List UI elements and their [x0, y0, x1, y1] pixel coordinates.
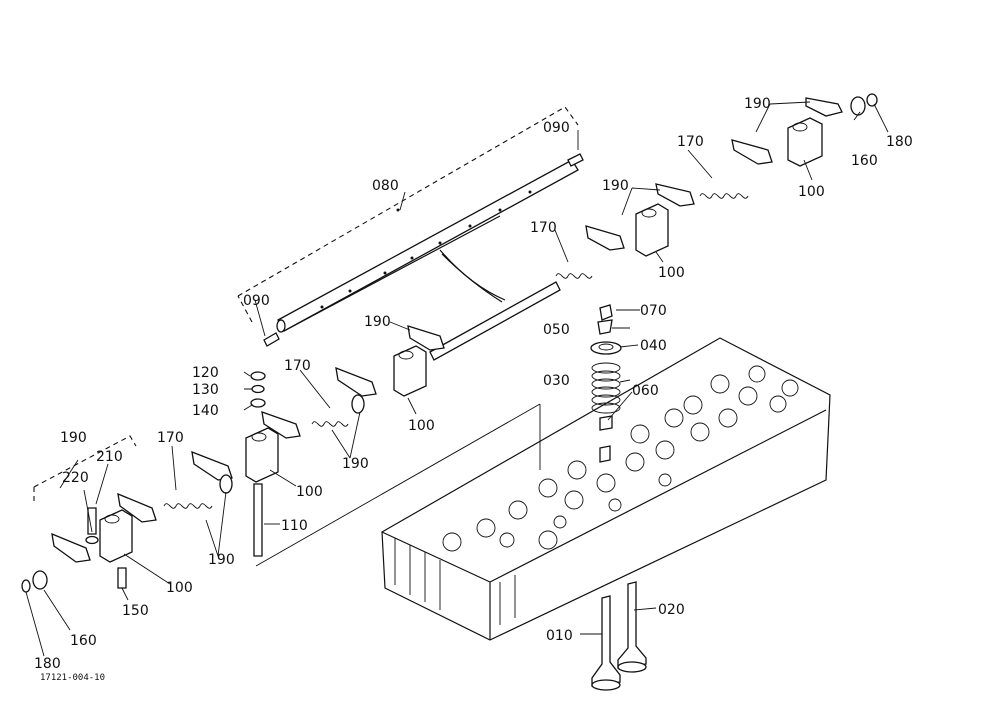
label-090-right: 090 — [543, 120, 570, 136]
shaft-plug-left — [263, 332, 280, 347]
label-040: 040 — [640, 338, 667, 354]
label-190-fourth: 190 — [342, 456, 369, 472]
label-190-second: 190 — [602, 178, 629, 194]
label-060: 060 — [632, 383, 659, 399]
small-hardware — [21, 93, 878, 593]
valve-collet — [597, 319, 613, 335]
label-090-left: 090 — [243, 293, 270, 309]
assembly-arrow — [439, 249, 506, 301]
valves — [591, 581, 647, 691]
rocker-arms — [51, 97, 843, 563]
figure-number: 17121-004-10 — [40, 673, 105, 683]
bracket-100-e — [99, 509, 133, 563]
valve-010 — [591, 595, 621, 687]
label-150: 150 — [122, 603, 149, 619]
label-100-top: 100 — [798, 184, 825, 200]
label-160-left: 160 — [70, 633, 97, 649]
label-080: 080 — [372, 178, 399, 194]
label-030: 030 — [543, 373, 570, 389]
bracket-100-b — [635, 203, 669, 257]
part-labels: 090 080 090 190 180 160 170 100 190 170 … — [34, 96, 913, 683]
label-180-left: 180 — [34, 656, 61, 672]
leader-lines — [25, 101, 889, 657]
valve-spring-stack — [590, 304, 622, 463]
shaft-plug-right — [567, 153, 584, 167]
label-020: 020 — [658, 602, 685, 618]
cylinder-head — [381, 337, 831, 641]
dashed-assembly-outline — [33, 106, 579, 505]
label-180-right: 180 — [886, 134, 913, 150]
label-170-fourth: 170 — [157, 430, 184, 446]
label-190-third: 190 — [364, 314, 391, 330]
label-190-left: 190 — [60, 430, 87, 446]
spacer-springs — [163, 193, 749, 509]
label-110: 110 — [281, 518, 308, 534]
label-120: 120 — [192, 365, 219, 381]
valve-020 — [617, 581, 647, 669]
label-190-top: 190 — [744, 96, 771, 112]
label-100-fifth: 100 — [166, 580, 193, 596]
rocker-brackets — [99, 117, 823, 563]
nut-220 — [85, 535, 99, 545]
label-170-second: 170 — [530, 220, 557, 236]
valve-cap — [599, 304, 613, 321]
label-130: 130 — [192, 382, 219, 398]
valve-spring — [591, 362, 621, 414]
label-160-right: 160 — [851, 153, 878, 169]
stud-150 — [117, 567, 127, 589]
label-140: 140 — [192, 403, 219, 419]
label-170-top: 170 — [677, 134, 704, 150]
label-100-third: 100 — [408, 418, 435, 434]
label-010: 010 — [546, 628, 573, 644]
label-210: 210 — [96, 449, 123, 465]
label-100-fourth: 100 — [296, 484, 323, 500]
washer-160 — [32, 570, 48, 590]
cylinder-head-ports — [442, 365, 799, 552]
label-050: 050 — [543, 322, 570, 338]
label-070: 070 — [640, 303, 667, 319]
push-rod-110 — [253, 483, 263, 557]
label-100-second: 100 — [658, 265, 685, 281]
rocker-shaft — [263, 153, 584, 361]
label-190-fifth: 190 — [208, 552, 235, 568]
bracket-100-c — [393, 345, 427, 397]
bracket-100-a — [787, 117, 823, 167]
bracket-100-d — [245, 427, 279, 483]
label-220: 220 — [62, 470, 89, 486]
shaft-oil-holes — [320, 190, 532, 309]
label-170-third: 170 — [284, 358, 311, 374]
spring-retainer — [590, 341, 622, 355]
adjust-screw-210 — [87, 507, 97, 535]
